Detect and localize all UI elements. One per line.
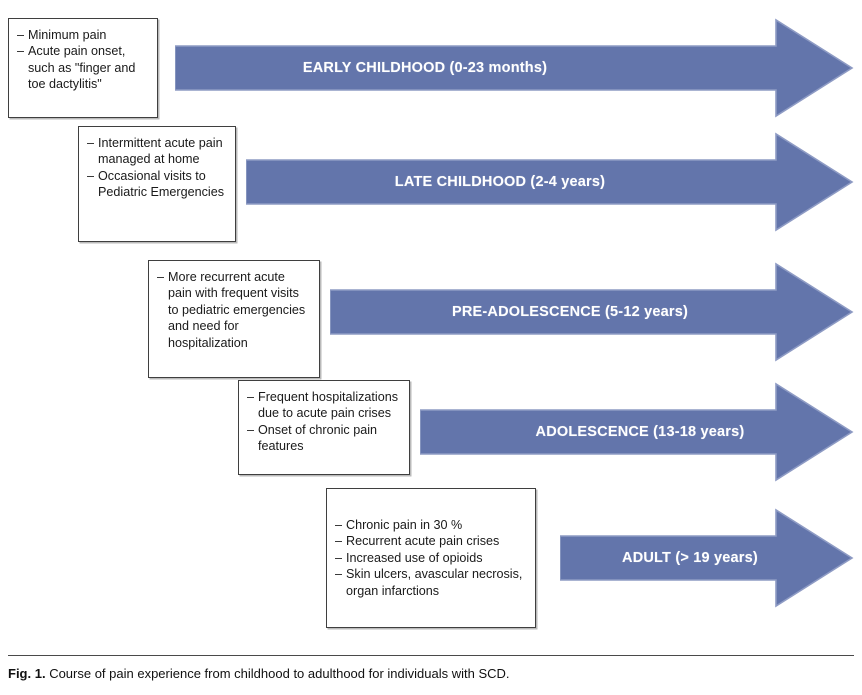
arrow-late-childhood [246, 132, 854, 232]
callout-late-childhood: Intermittent acute pain managed at home … [78, 126, 236, 242]
callout-early-childhood: Minimum pain Acute pain onset, such as "… [8, 18, 158, 118]
bullet-item: Increased use of opioids [335, 550, 526, 567]
arrow-adolescence [420, 382, 854, 482]
arrow-early-childhood [175, 18, 854, 118]
arrow-adult [560, 508, 854, 608]
bullet-item: Intermittent acute pain managed at home [87, 135, 226, 168]
figure-caption: Fig. 1. Course of pain experience from c… [8, 665, 854, 682]
arrow-pre-adolescence [330, 262, 854, 362]
caption-text: Course of pain experience from childhood… [49, 666, 510, 681]
bullet-item: More recurrent acute pain with frequent … [157, 269, 310, 351]
callout-adolescence: Frequent hospitalizations due to acute p… [238, 380, 410, 475]
bullet-item: Onset of chronic pain features [247, 422, 400, 455]
caption-divider [8, 655, 854, 656]
bullet-item: Occasional visits to Pediatric Emergenci… [87, 168, 226, 201]
caption-label: Fig. 1. [8, 666, 46, 681]
callout-adult: Chronic pain in 30 % Recurrent acute pai… [326, 488, 536, 628]
bullet-list-adult: Chronic pain in 30 % Recurrent acute pai… [335, 517, 526, 599]
bullet-list-pre-adolescence: More recurrent acute pain with frequent … [157, 269, 310, 351]
bullet-list-adolescence: Frequent hospitalizations due to acute p… [247, 389, 400, 455]
bullet-item: Chronic pain in 30 % [335, 517, 526, 534]
bullet-item: Minimum pain [17, 27, 148, 44]
bullet-item: Frequent hospitalizations due to acute p… [247, 389, 400, 422]
bullet-item: Acute pain onset, such as "finger and to… [17, 43, 148, 92]
bullet-item: Skin ulcers, avascular necrosis, organ i… [335, 566, 526, 599]
bullet-list-early-childhood: Minimum pain Acute pain onset, such as "… [17, 27, 148, 93]
callout-pre-adolescence: More recurrent acute pain with frequent … [148, 260, 320, 378]
bullet-item: Recurrent acute pain crises [335, 533, 526, 550]
bullet-list-late-childhood: Intermittent acute pain managed at home … [87, 135, 226, 201]
